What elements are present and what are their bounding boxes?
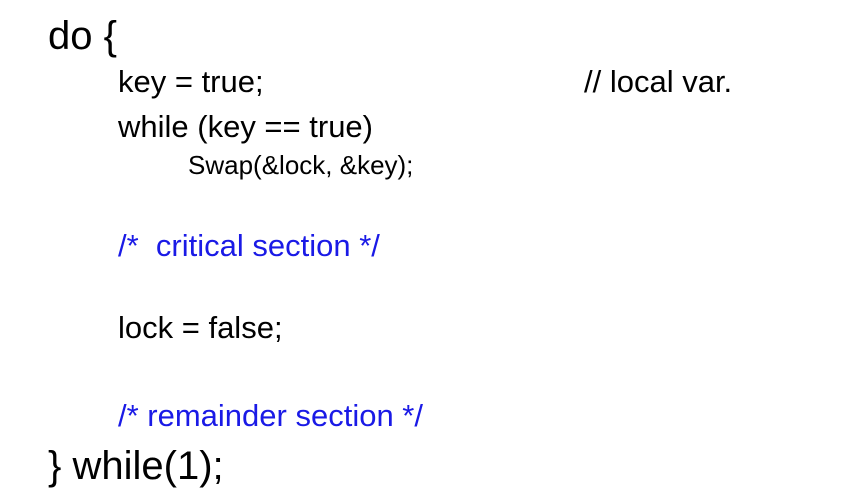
code-line-do: do { (48, 14, 117, 58)
code-comment-local-var: // local var. (584, 64, 733, 99)
code-comment-remainder-section: /* remainder section */ (118, 398, 423, 433)
code-line-swap: Swap(&lock, &key); (188, 150, 414, 180)
code-line-while: while (key == true) (118, 109, 373, 144)
code-line-lock-false: lock = false; (118, 310, 283, 345)
code-comment-critical-section: /* critical section */ (118, 228, 380, 263)
code-line-key-assign: key = true; (118, 64, 264, 99)
code-line-end-while: } while(1); (48, 444, 224, 488)
